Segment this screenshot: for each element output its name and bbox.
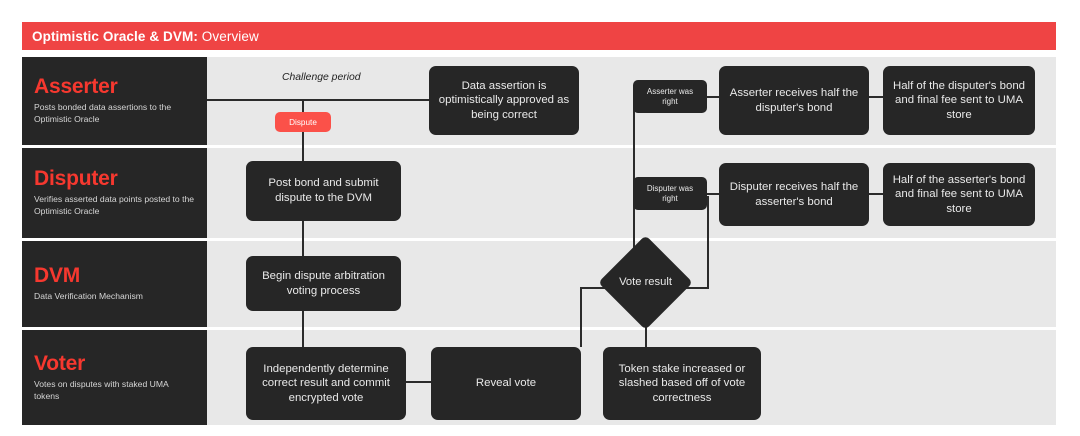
role-desc-voter: Votes on disputes with staked UMA tokens bbox=[34, 378, 169, 401]
connector-disputer-to-dvm bbox=[302, 220, 304, 258]
connector-asserter-label-to-box bbox=[705, 96, 721, 98]
node-post-bond-submit[interactable]: Post bond and submit dispute to the DVM bbox=[246, 161, 401, 221]
role-block-disputer: Disputer Verifies asserted data points p… bbox=[22, 148, 207, 238]
connector-asserter-to-assertion bbox=[207, 99, 431, 101]
node-begin-arbitration[interactable]: Begin dispute arbitration voting process bbox=[246, 256, 401, 311]
connector-diamond-to-disputer-label bbox=[707, 196, 709, 289]
connector-commit-to-reveal bbox=[406, 381, 432, 383]
connector-diamond-to-token bbox=[645, 313, 647, 348]
role-block-voter: Voter Votes on disputes with staked UMA … bbox=[22, 330, 207, 425]
role-desc-disputer: Verifies asserted data points posted to … bbox=[34, 194, 195, 217]
dispute-badge[interactable]: Dispute bbox=[275, 112, 331, 132]
role-desc-asserter: Posts bonded data assertions to the Opti… bbox=[34, 102, 172, 125]
role-desc-dvm: Data Verification Mechanism bbox=[34, 291, 143, 302]
node-half-disputer-bond[interactable]: Half of the disputer's bond and final fe… bbox=[883, 66, 1035, 135]
connector-disputer-box-to-store bbox=[867, 193, 885, 195]
node-independently-determine[interactable]: Independently determine correct result a… bbox=[246, 347, 406, 420]
connector-reveal-to-diamond bbox=[580, 287, 610, 289]
diagram-header: Optimistic Oracle & DVM: Overview bbox=[22, 22, 1056, 50]
node-asserter-was-right[interactable]: Asserter was right bbox=[633, 80, 707, 113]
page-title: Optimistic Oracle & DVM: Overview bbox=[32, 29, 259, 44]
connector-asserter-box-to-store bbox=[867, 96, 885, 98]
challenge-period-caption: Challenge period bbox=[282, 72, 361, 83]
role-title-voter: Voter bbox=[34, 351, 86, 375]
page-title-sub: Overview bbox=[197, 28, 259, 44]
role-title-asserter: Asserter bbox=[34, 75, 118, 99]
node-data-assertion-approved[interactable]: Data assertion is optimistically approve… bbox=[429, 66, 579, 135]
role-block-dvm: DVM Data Verification Mechanism bbox=[22, 241, 207, 327]
node-asserter-receives-half[interactable]: Asserter receives half the disputer's bo… bbox=[719, 66, 869, 135]
node-disputer-was-right[interactable]: Disputer was right bbox=[633, 177, 707, 210]
node-token-stake[interactable]: Token stake increased or slashed based o… bbox=[603, 347, 761, 420]
node-half-asserter-bond[interactable]: Half of the asserter's bond and final fe… bbox=[883, 163, 1035, 226]
connector-diamond-right bbox=[679, 287, 709, 289]
role-block-asserter: Asserter Posts bonded data assertions to… bbox=[22, 57, 207, 145]
node-reveal-vote[interactable]: Reveal vote bbox=[431, 347, 581, 420]
connector-reveal-up bbox=[580, 287, 582, 347]
node-vote-result[interactable]: Vote result bbox=[598, 235, 693, 330]
node-disputer-receives-half[interactable]: Disputer receives half the asserter's bo… bbox=[719, 163, 869, 226]
page-title-bold: Optimistic Oracle & DVM: bbox=[32, 28, 198, 44]
vote-result-label: Vote result bbox=[619, 275, 672, 288]
connector-disputer-label-to-box bbox=[705, 193, 721, 195]
connector-dvm-to-voter bbox=[302, 310, 304, 347]
role-title-dvm: DVM bbox=[34, 264, 81, 288]
role-title-disputer: Disputer bbox=[34, 167, 118, 191]
